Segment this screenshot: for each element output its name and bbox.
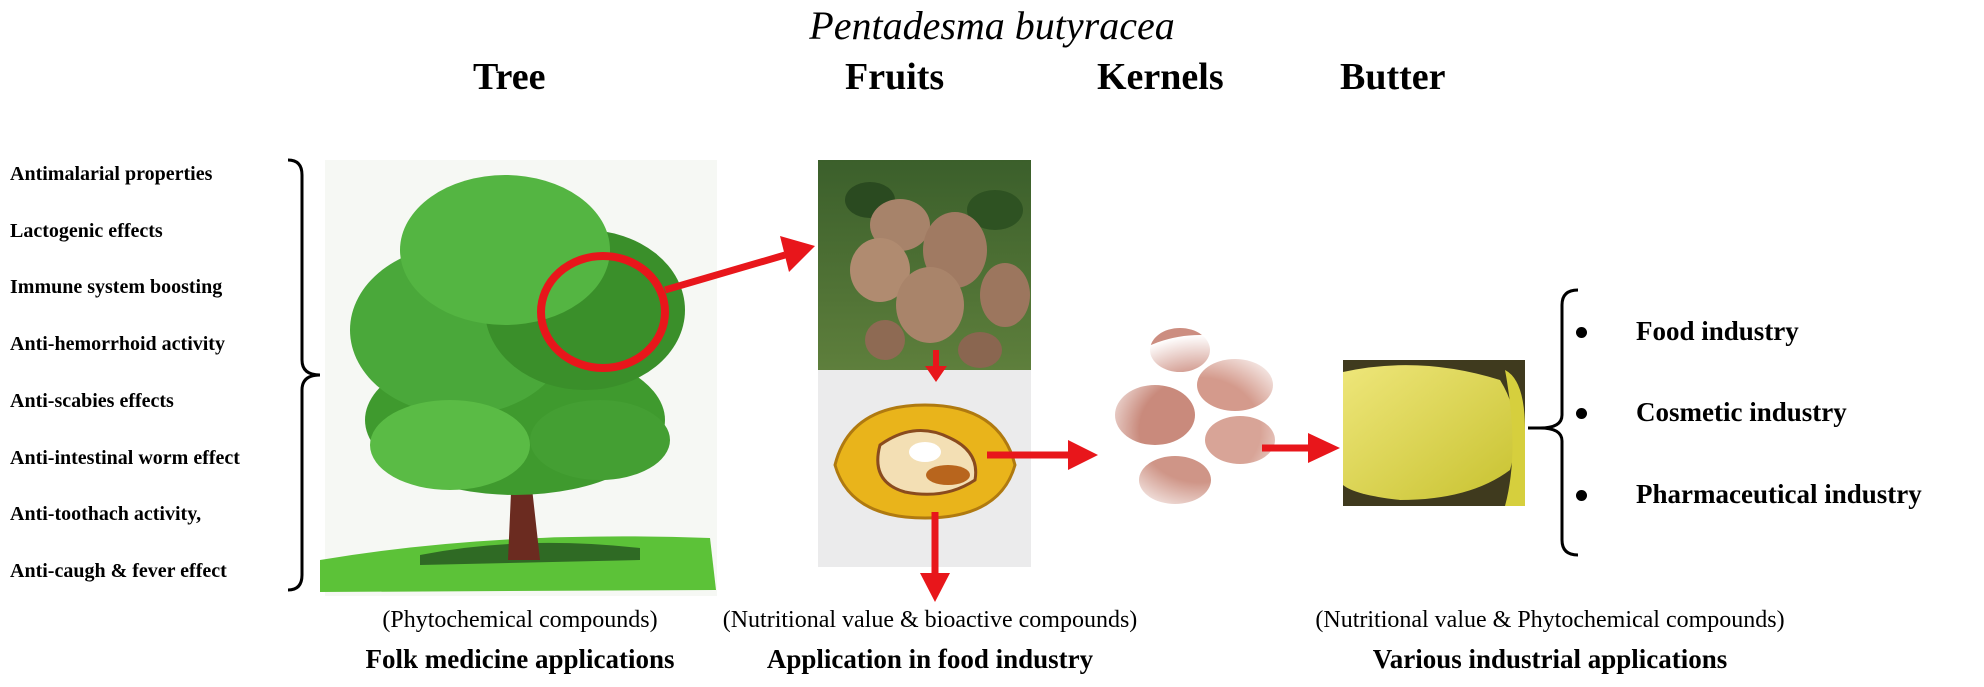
industry-item-food: Food industry [1636,316,1799,346]
bullet-dot [1576,408,1587,419]
left-brace [287,158,321,592]
note-fruits: (Nutritional value & bioactive compounds… [722,607,1138,633]
folk-use-item: Antimalarial properties [10,163,213,185]
application-butter: Various industrial applications [1372,644,1728,674]
flow-arrows [664,236,1340,602]
highlight-circle [537,252,669,372]
stage-heading-fruits: Fruits [845,56,945,98]
folk-use-item: Anti-scabies effects [10,390,174,412]
note-butter: (Nutritional value & Phytochemical compo… [1315,607,1785,633]
right-brace [1528,288,1579,557]
industry-item-pharmaceutical: Pharmaceutical industry [1636,479,1922,509]
folk-use-item: Anti-toothach activity, [10,503,202,525]
stage-heading-kernels: Kernels [1097,56,1224,98]
kernels-photo [1090,328,1310,525]
industry-item-cosmetic: Cosmetic industry [1636,397,1847,427]
folk-use-item: Immune system boosting [10,276,223,298]
cut-fruit-photo [818,370,1031,567]
bullet-dot [1576,490,1587,501]
bullet-dot [1576,327,1587,338]
fruits-photo [818,160,1031,370]
application-fruits: Application in food industry [766,644,1094,674]
folk-use-item: Lactogenic effects [10,220,163,242]
tree-illustration [320,160,717,596]
butter-photo [1343,360,1525,506]
stage-heading-tree: Tree [473,56,546,98]
diagram-title: Pentadesma butyracea [809,3,1175,48]
note-tree: (Phytochemical compounds) [382,607,658,633]
stage-heading-butter: Butter [1340,56,1446,98]
folk-use-item: Anti-hemorrhoid activity [10,333,225,355]
folk-use-item: Anti-intestinal worm effect [10,447,240,469]
folk-use-item: Anti-caugh & fever effect [10,560,227,582]
application-tree: Folk medicine applications [365,644,675,674]
